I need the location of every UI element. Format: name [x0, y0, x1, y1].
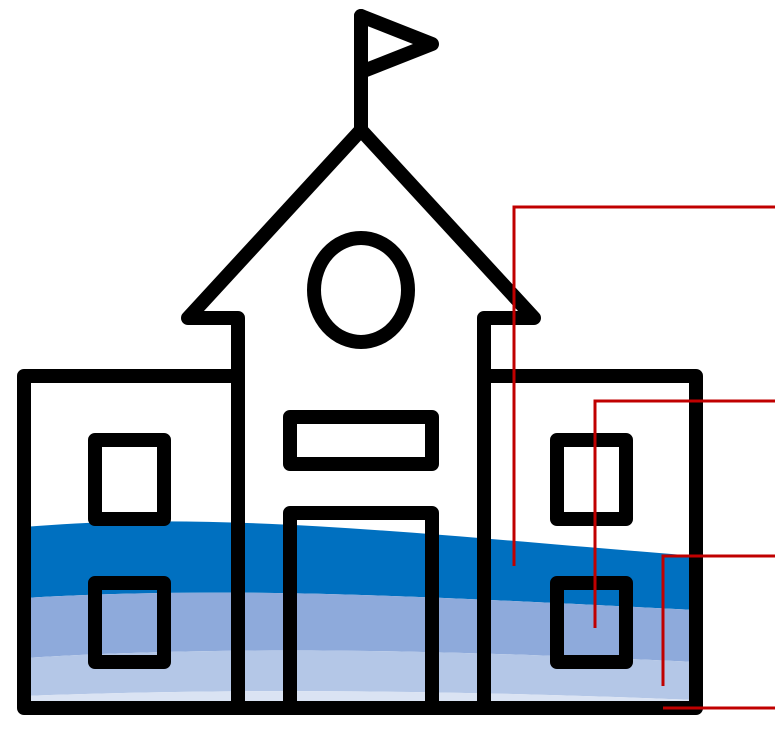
flag-icon	[361, 16, 432, 72]
window-icon	[557, 440, 626, 519]
window-icon	[95, 440, 164, 519]
sign-icon	[290, 417, 432, 464]
round-window-icon	[314, 238, 408, 342]
